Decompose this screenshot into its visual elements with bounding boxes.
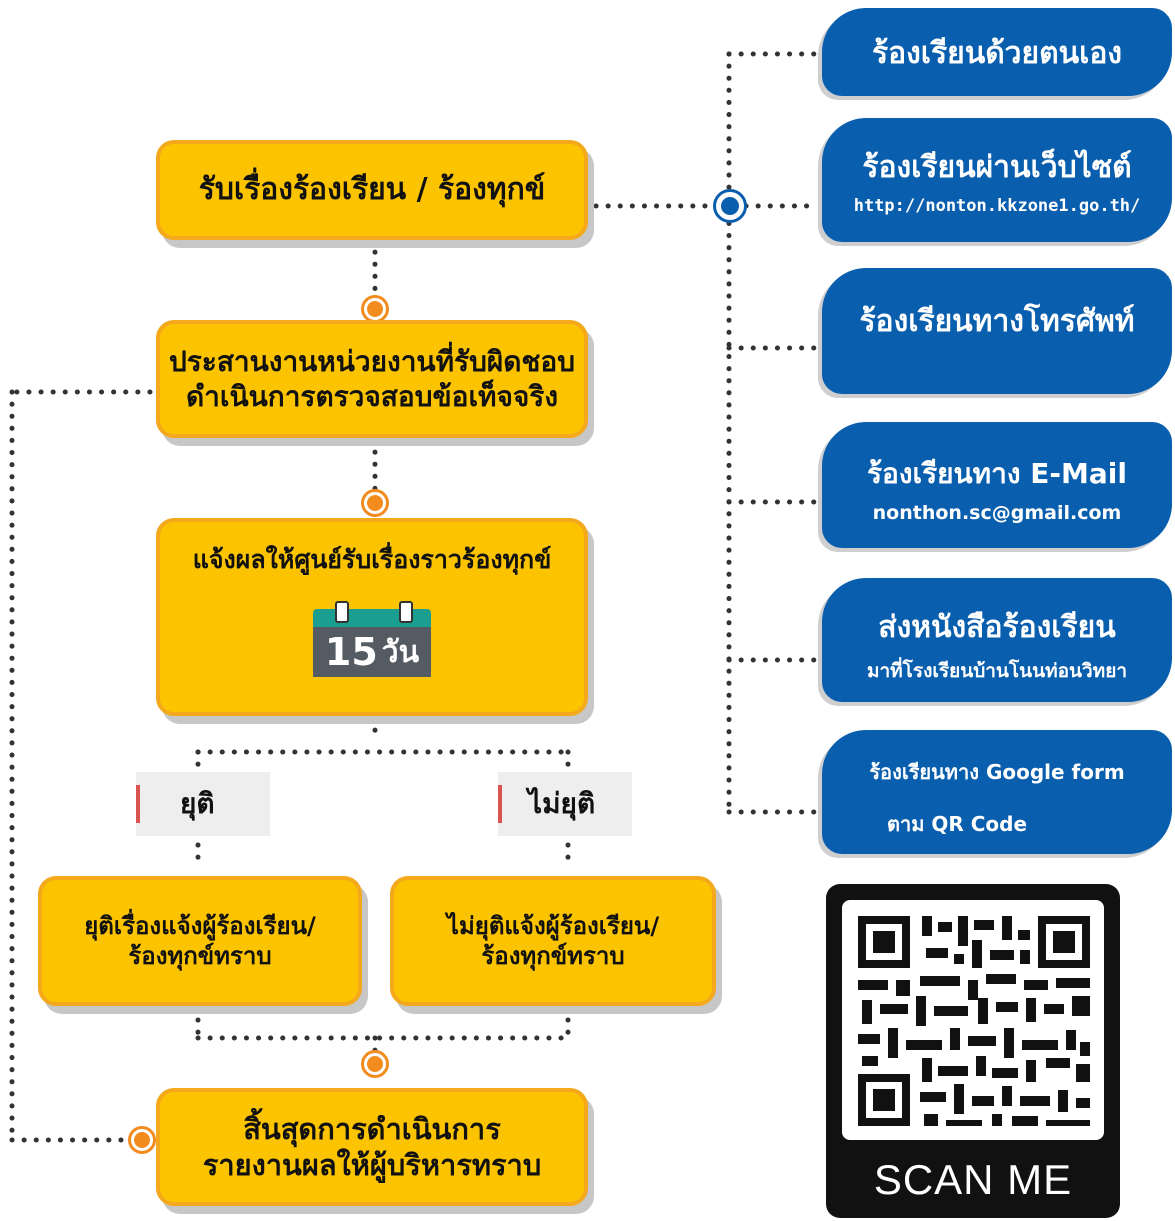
branch-resolved-label: ยุติ (136, 772, 270, 836)
channel-letter: ส่งหนังสือร้องเรียน มาที่โรงเรียนบ้านโนน… (822, 578, 1172, 702)
flow-node-1 (361, 295, 389, 323)
calendar-number: 15 (324, 630, 378, 675)
step-final-line2: รายงานผลให้ผู้บริหารทราบ (202, 1148, 542, 1182)
qr-code-icon (858, 916, 1090, 1126)
step-receive-complaint: รับเรื่องร้องเรียน / ร้องทุกข์ (156, 140, 588, 240)
channel-letter-address: มาที่โรงเรียนบ้านโนนท่อนวิทยา (866, 660, 1128, 682)
flow-node-loop (128, 1126, 156, 1154)
outcome-resolved-box: ยุติเรื่องแจ้งผู้ร้องเรียน/ ร้องทุกข์ทรา… (38, 876, 362, 1006)
channel-google-form-title: ร้องเรียนทาง Google form (869, 760, 1125, 784)
channel-phone-title: ร้องเรียนทางโทรศัพท์ (859, 304, 1135, 339)
step-final-report: สิ้นสุดการดำเนินการ รายงานผลให้ผู้บริหาร… (156, 1088, 588, 1206)
channel-email: ร้องเรียนทาง E-Mail nonthon.sc@gmail.com (822, 422, 1172, 548)
qr-scan-caption: SCAN ME (873, 1156, 1073, 1203)
step-report-result-label: แจ้งผลให้ศูนย์รับเรื่องราวร้องทุกข์ (192, 545, 552, 574)
step-coordinate-line2: ดำเนินการตรวจสอบข้อเท็จจริง (185, 380, 558, 413)
channel-website-url: http://nonton.kkzone1.go.th/ (853, 196, 1141, 216)
channel-email-title: ร้องเรียนทาง E-Mail (867, 457, 1127, 490)
flow-node-3 (361, 1050, 389, 1078)
calendar-unit: วัน (381, 634, 420, 670)
step-coordinate-line1: ประสานงานหน่วยงานที่รับผิดชอบ (168, 345, 576, 378)
qr-code-image[interactable] (842, 900, 1104, 1140)
branch-unresolved-label: ไม่ยุติ (498, 772, 632, 836)
channel-phone: ร้องเรียนทางโทรศัพท์ (822, 268, 1172, 394)
step-final-line1: สิ้นสุดการดำเนินการ (243, 1111, 501, 1146)
step-report-result: แจ้งผลให้ศูนย์รับเรื่องราวร้องทุกข์ 15 ว… (156, 518, 588, 716)
outcome-unresolved-line1: ไม่ยุติแจ้งผู้ร้องเรียน/ (446, 912, 660, 940)
step-receive-complaint-label: รับเรื่องร้องเรียน / ร้องทุกข์ (198, 172, 546, 208)
calendar-icon: 15 วัน (313, 601, 431, 679)
channel-in-person-title: ร้องเรียนด้วยตนเอง (871, 36, 1123, 71)
channel-letter-title: ส่งหนังสือร้องเรียน (878, 610, 1116, 645)
channel-hub-icon (713, 189, 747, 223)
channel-in-person: ร้องเรียนด้วยตนเอง (822, 8, 1172, 96)
step-coordinate-agency: ประสานงานหน่วยงานที่รับผิดชอบ ดำเนินการต… (156, 320, 588, 438)
channel-email-address: nonthon.sc@gmail.com (872, 502, 1122, 524)
outcome-unresolved-line2: ร้องทุกข์ทราบ (481, 942, 625, 970)
outcome-unresolved-box: ไม่ยุติแจ้งผู้ร้องเรียน/ ร้องทุกข์ทราบ (390, 876, 716, 1006)
channel-google-form-sub: ตาม QR Code (886, 812, 1028, 836)
channel-google-form: ร้องเรียนทาง Google form ตาม QR Code (822, 730, 1172, 854)
qr-code-card[interactable]: SCAN ME (826, 884, 1120, 1218)
branch-unresolved-text: ไม่ยุติ (528, 787, 596, 820)
flow-node-2 (361, 489, 389, 517)
branch-resolved-text: ยุติ (180, 787, 215, 820)
outcome-resolved-line2: ร้องทุกข์ทราบ (128, 942, 272, 970)
channel-website: ร้องเรียนผ่านเว็บไซต์ http://nonton.kkzo… (822, 118, 1172, 242)
channel-website-title: ร้องเรียนผ่านเว็บไซต์ (862, 150, 1132, 185)
outcome-resolved-line1: ยุติเรื่องแจ้งผู้ร้องเรียน/ (84, 912, 316, 940)
